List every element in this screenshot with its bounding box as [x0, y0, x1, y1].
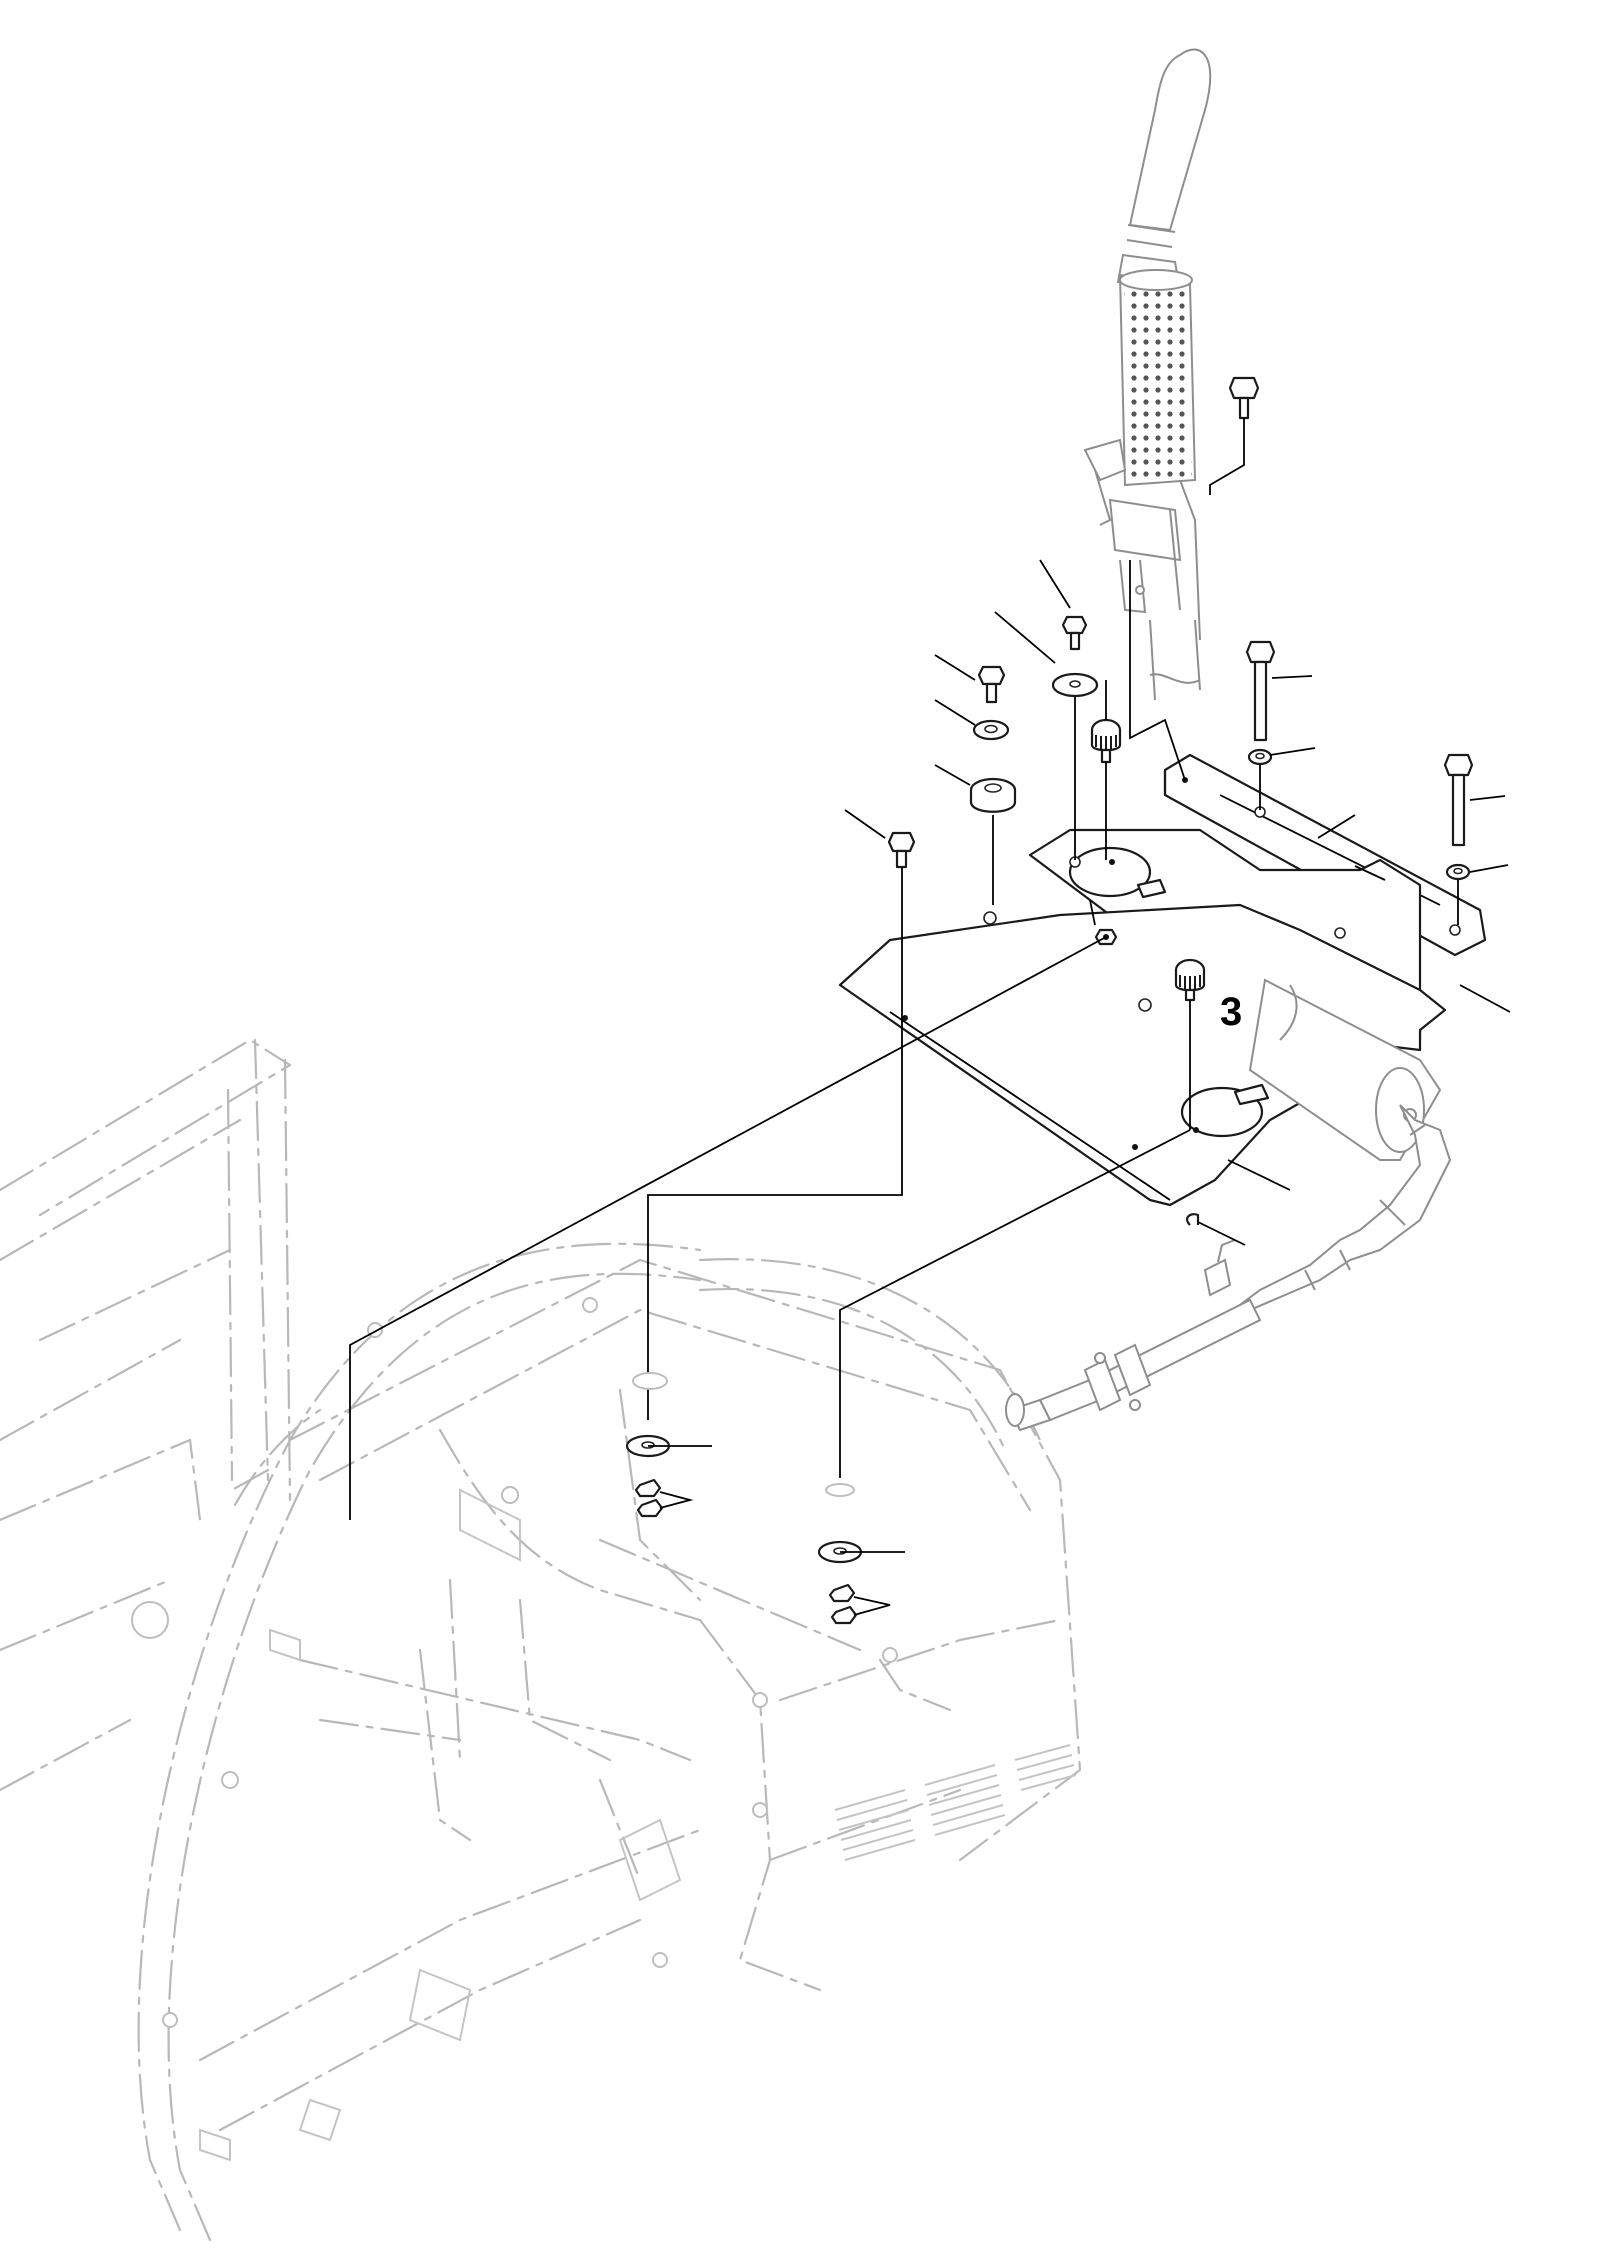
- main-heat-shield-plate: [838, 903, 1447, 1207]
- lower-fasteners-left: [625, 1372, 712, 1518]
- side-panel-vents: [834, 1744, 1077, 1861]
- vehicle-frame-phantom: [0, 1038, 1082, 2242]
- callout-leaders: [844, 559, 1511, 1246]
- callout-number-3: 3: [1220, 990, 1242, 1034]
- fastener-stack-left: [969, 665, 1017, 905]
- lower-fasteners-right: [817, 1483, 905, 1625]
- bolt-left-main-plate: [887, 831, 916, 1012]
- spring-clip: [1186, 1213, 1200, 1226]
- thumb-knob-center: [1174, 958, 1206, 1130]
- fastener-bolt-washer-upper: [1051, 615, 1099, 860]
- thumb-knob-upper: [1090, 718, 1122, 860]
- perforated-muffler: [1083, 269, 1201, 701]
- long-bolt-right: [1443, 753, 1474, 925]
- long-bolt-center: [1245, 640, 1276, 810]
- exhaust-pipe-tail: [1116, 48, 1212, 292]
- assembly-leader-lines: [349, 936, 1191, 1520]
- exhaust-head-pipe: [1005, 1104, 1452, 1432]
- muffler-mount-bolt: [1209, 376, 1260, 495]
